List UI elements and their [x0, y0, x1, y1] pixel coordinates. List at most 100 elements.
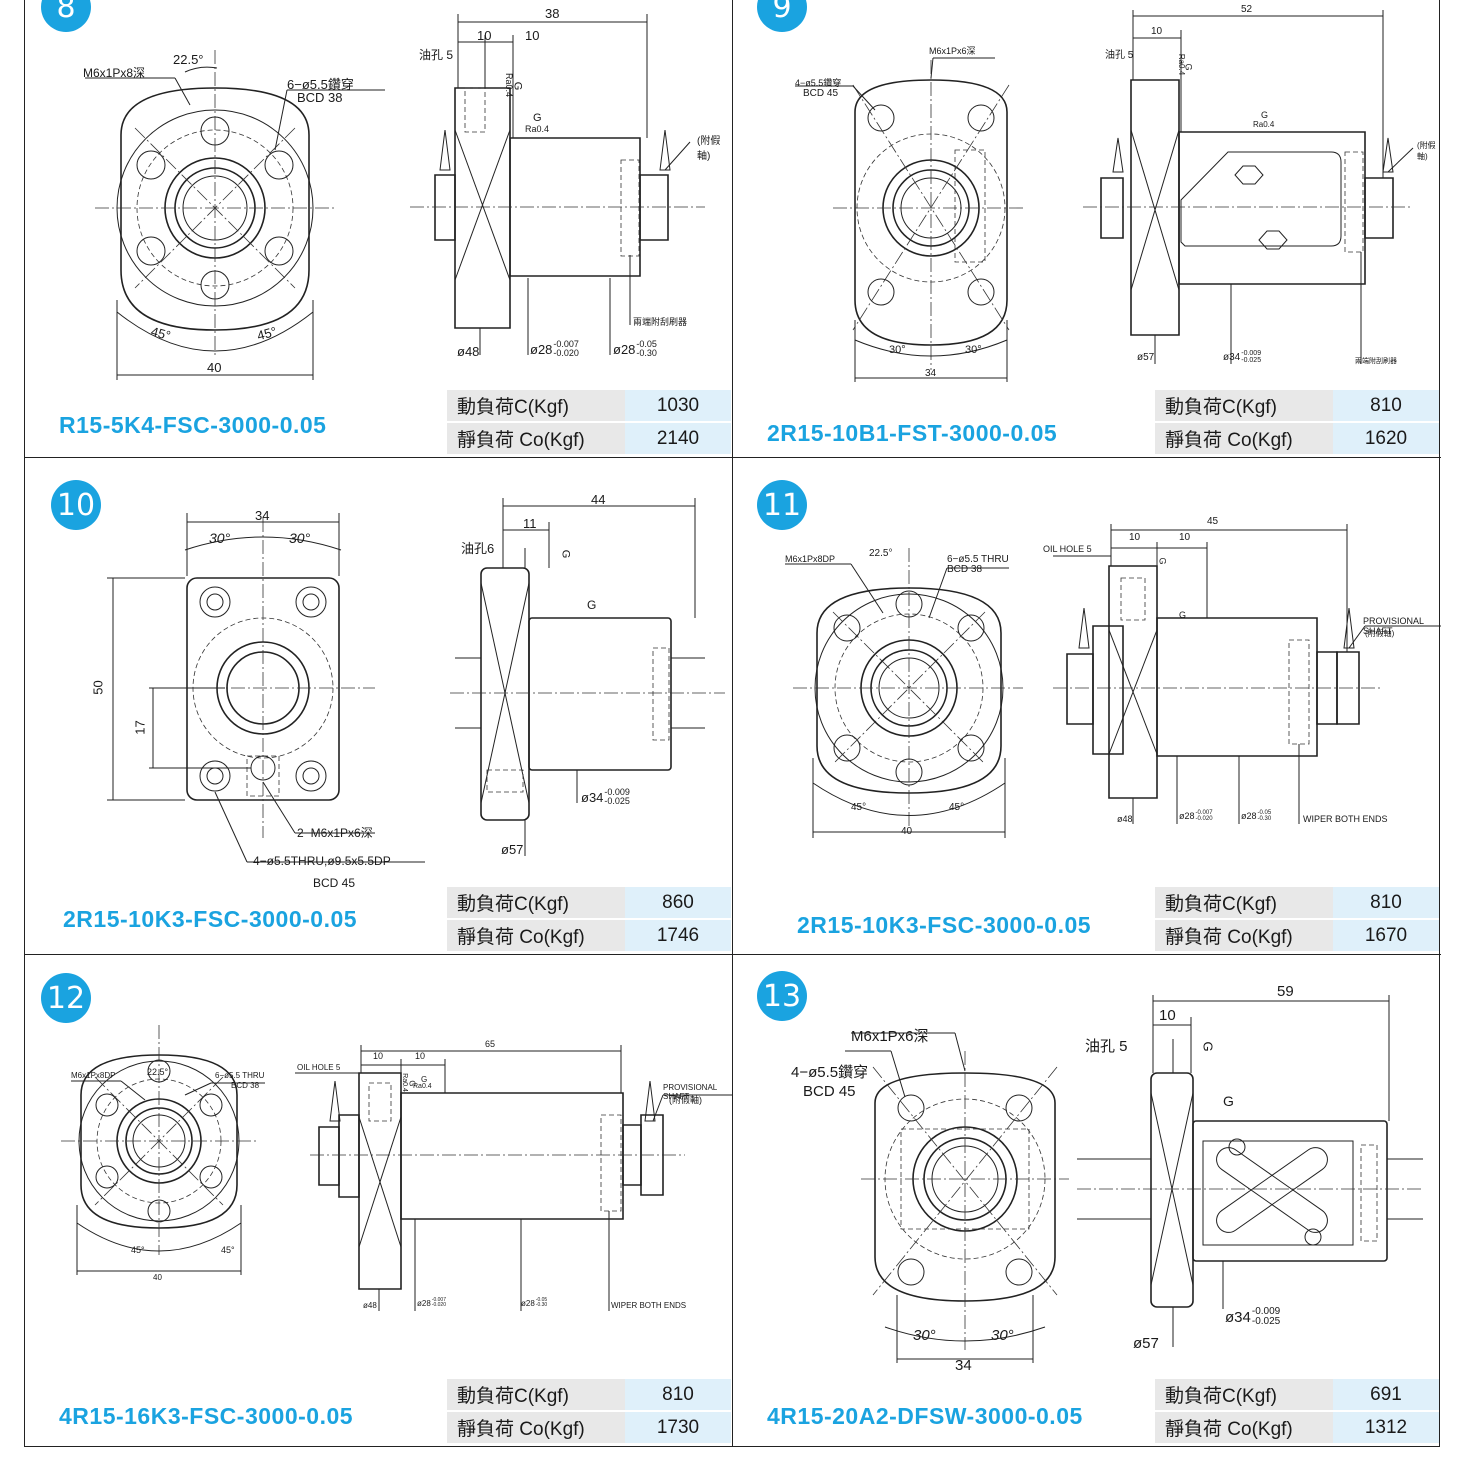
tol1-lower: -0.020 — [1195, 816, 1213, 822]
tol2-upper: -0.05 — [636, 339, 657, 349]
side-od-label: ø57 — [1133, 1335, 1159, 1352]
side-d1-label: 10 — [477, 28, 492, 43]
dynamic-load-label: 動負荷C(Kgf) — [447, 1379, 625, 1412]
tol1-limits: -0.007 -0.020 — [1196, 810, 1213, 822]
side-d1-label: 10 — [1151, 26, 1163, 37]
front-bcd-label: BCD 38 — [231, 1081, 260, 1090]
panel-number-badge: 10 — [51, 480, 101, 530]
side-g2-label: G — [1179, 610, 1187, 620]
front-holes-label: 6−ø5.5 THRU — [215, 1071, 265, 1080]
tol1-base: ø34 — [1223, 351, 1241, 363]
panel-9: 9 M6x1Px6深 4−ø5.5鑽穿 BCD 45 30° 30° 34 — [733, 0, 1441, 458]
tol2-upper: -0.05 — [1257, 810, 1272, 816]
side-g1-label: G — [1200, 1041, 1216, 1052]
front-tap-label: M6x1Px6深 — [851, 1028, 929, 1045]
load-table: 動負荷C(Kgf)810 靜負荷 Co(Kgf)1670 — [1155, 887, 1439, 953]
side-tol1: ø28 -0.007 -0.020 — [417, 1298, 446, 1308]
model-number: R15-5K4-FSC-3000-0.05 — [59, 412, 327, 438]
panel-12: 12 M6x1Px8DP 22.5° 6−ø5.5 THRU BCD 38 45… — [25, 955, 733, 1447]
tol1-base: ø28 — [417, 1298, 431, 1308]
tol2-lower: -0.30 — [535, 1302, 548, 1308]
dynamic-load-value: 810 — [1333, 887, 1439, 920]
static-load-label: 靜負荷 Co(Kgf) — [1155, 422, 1333, 456]
static-load-row: 靜負荷 Co(Kgf)1670 — [1155, 919, 1439, 953]
load-table: 動負荷C(Kgf)810 靜負荷 Co(Kgf)1620 — [1155, 390, 1439, 456]
static-load-value: 1312 — [1333, 1411, 1439, 1445]
dynamic-load-label: 動負荷C(Kgf) — [1155, 1379, 1333, 1412]
side-shaft-label: PROVISIONAL SHAFT — [663, 1083, 717, 1101]
side-d1-label: 10 — [1129, 532, 1141, 543]
tol2-base: ø28 — [613, 341, 636, 357]
model-number: 2R15-10B1-FST-3000-0.05 — [767, 420, 1058, 446]
side-d2-label: 10 — [1179, 532, 1191, 543]
front-width-label: 40 — [153, 1273, 162, 1282]
load-table: 動負荷C(Kgf)860 靜負荷 Co(Kgf)1746 — [447, 887, 731, 953]
side-oil-label: 油孔 5 — [1085, 1038, 1128, 1055]
tol1-upper: -0.007 — [431, 1297, 446, 1303]
front-angle-top-label: 22.5° — [173, 52, 204, 67]
dynamic-load-row: 動負荷C(Kgf)810 — [1155, 390, 1439, 423]
front-bcd-label: BCD 38 — [297, 90, 343, 105]
panel-number-badge: 13 — [757, 971, 807, 1021]
static-load-row: 靜負荷 Co(Kgf)1746 — [447, 919, 731, 953]
front-bcd-label: BCD 45 — [803, 88, 839, 99]
tol1-limits: -0.007 -0.020 — [432, 1298, 446, 1308]
front-holes-label: 4−ø5.5鑽穿 — [791, 1064, 869, 1081]
tol1-limits: -0.007 -0.020 — [553, 340, 579, 358]
side-od-label: ø48 — [363, 1301, 377, 1310]
side-g2-label: G — [533, 112, 542, 124]
side-view-drawing — [425, 458, 733, 858]
panel-10: 10 34 30° 30° 50 17 — [25, 458, 733, 955]
tol1-lower: -0.020 — [553, 348, 579, 358]
tol1-lower: -0.025 — [604, 796, 630, 806]
dynamic-load-label: 動負荷C(Kgf) — [1155, 887, 1333, 920]
dynamic-load-row: 動負荷C(Kgf)691 — [1155, 1379, 1439, 1412]
side-wiper-label: 兩端附刮刷器 — [1355, 358, 1397, 365]
side-length-label: 65 — [485, 1039, 496, 1049]
front-height-label: 50 — [90, 680, 106, 695]
dynamic-load-label: 動負荷C(Kgf) — [447, 887, 625, 920]
side-g2-label: G — [1223, 1093, 1234, 1109]
front-tap-label: M6x1Px8DP — [71, 1071, 116, 1080]
front-angle-right-label: 30° — [289, 530, 311, 546]
tol2-upper: -0.05 — [535, 1297, 548, 1303]
static-load-label: 靜負荷 Co(Kgf) — [1155, 919, 1333, 953]
front-view-drawing — [25, 955, 285, 1295]
model-number: 2R15-10K3-FSC-3000-0.05 — [63, 906, 358, 932]
dynamic-load-row: 動負荷C(Kgf)810 — [447, 1379, 731, 1412]
front-width-label: 34 — [255, 508, 270, 523]
side-tol2: ø28 -0.05 -0.30 — [1241, 810, 1271, 822]
side-g1-label: G — [1157, 557, 1168, 565]
side-oil-label: OIL HOLE 5 — [297, 1063, 341, 1072]
tol1-base: ø28 — [530, 341, 553, 357]
side-tol2: ø28 -0.05 -0.30 — [521, 1298, 547, 1308]
side-tol1: ø34 -0.009 -0.025 — [1225, 1307, 1280, 1327]
front-tap-label: M6x1Px6深 — [929, 46, 976, 56]
dynamic-load-row: 動負荷C(Kgf)1030 — [447, 390, 731, 423]
load-table: 動負荷C(Kgf)691 靜負荷 Co(Kgf)1312 — [1155, 1379, 1439, 1445]
side-length-label: 38 — [545, 6, 560, 21]
dynamic-load-label: 動負荷C(Kgf) — [1155, 390, 1333, 423]
side-view-drawing — [385, 0, 725, 370]
front-bcd-label: BCD 45 — [803, 1083, 856, 1100]
side-wiper-label: 兩端附刮刷器 — [633, 317, 688, 327]
static-load-row: 靜負荷 Co(Kgf)1312 — [1155, 1411, 1439, 1445]
front-view-drawing — [733, 458, 1053, 858]
side-tol1: ø28 -0.007 -0.020 — [530, 340, 579, 358]
front-tap-label: M6x1Px8DP — [785, 554, 836, 564]
side-view-drawing — [1063, 955, 1441, 1375]
tol1-upper: -0.007 — [1195, 810, 1213, 816]
front-angle-left-label: 30° — [889, 344, 906, 356]
front-tap-label: M6x1Px8深 — [83, 66, 146, 80]
panel-number-badge: 11 — [757, 480, 807, 530]
side-wiper-label: WIPER BOTH ENDS — [1303, 814, 1388, 824]
front-bcd-label: BCD 45 — [313, 876, 356, 890]
dynamic-load-row: 動負荷C(Kgf)810 — [1155, 887, 1439, 920]
tol1-upper: -0.009 — [1251, 1306, 1281, 1317]
side-shaft-label: (附假軸) — [1417, 141, 1436, 161]
side-wiper-label: WIPER BOTH ENDS — [611, 1301, 687, 1310]
load-table: 動負荷C(Kgf)810 靜負荷 Co(Kgf)1730 — [447, 1379, 731, 1445]
panel-11: 11 M6x1Px8DP 22.5° 6−ø5.5 THRU BCD 38 45… — [733, 458, 1441, 955]
front-width-label: 40 — [207, 360, 222, 375]
tol2-base: ø28 — [1241, 811, 1257, 821]
